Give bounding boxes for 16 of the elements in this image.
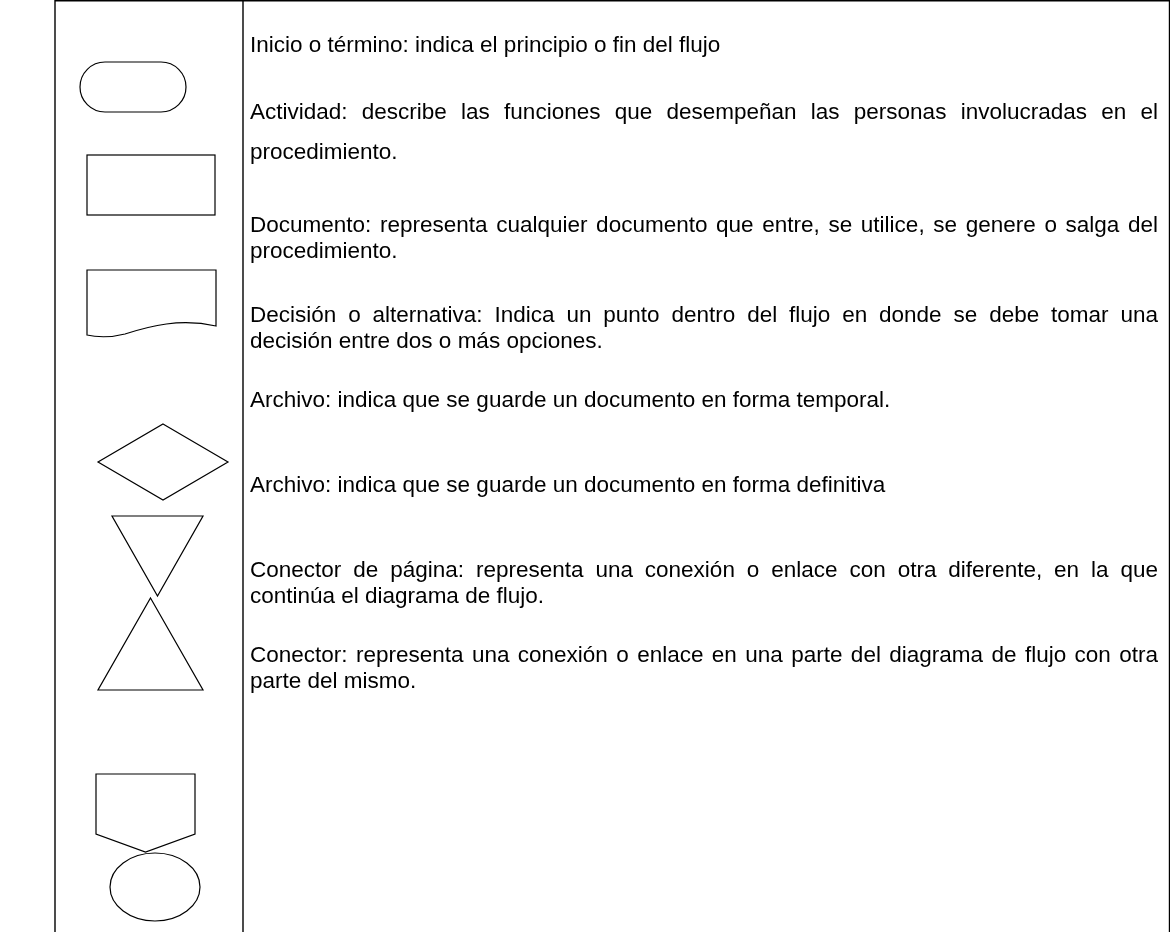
connector-symbol	[109, 852, 201, 922]
decision-symbol	[96, 423, 230, 501]
off-page-connector-symbol	[95, 773, 196, 853]
document-symbol	[86, 269, 217, 338]
description-text: Decisión o alternativa: Indica un punto dentro del flujo en donde se debe tomar una decisión entre dos o más opciones.	[250, 302, 1158, 354]
description-text: Actividad: describe las funciones que desempeñan las personas involucradas en el procedimiento.	[250, 98, 1158, 166]
terminal-symbol	[79, 61, 187, 113]
description-text: Inicio o término: indica el principio o fin del flujo	[250, 32, 722, 58]
process-symbol	[86, 154, 216, 216]
description-text: Conector de página: representa una conexión o enlace con otra diferente, en la que continúa el diagrama de flujo.	[250, 557, 1158, 609]
description-text: Archivo: indica que se guarde un documento en forma temporal.	[250, 387, 892, 413]
description-text: Conector: representa una conexión o enlace en una parte del diagrama de flujo con otra parte del mismo.	[250, 642, 1158, 694]
description-text: Archivo: indica que se guarde un documento en forma definitiva	[250, 472, 887, 498]
permanent-file-symbol	[96, 596, 205, 691]
temporary-file-symbol	[110, 515, 205, 598]
description-text: Documento: representa cualquier documento que entre, se utilice, se genere o salga del procedimiento.	[250, 212, 1158, 264]
